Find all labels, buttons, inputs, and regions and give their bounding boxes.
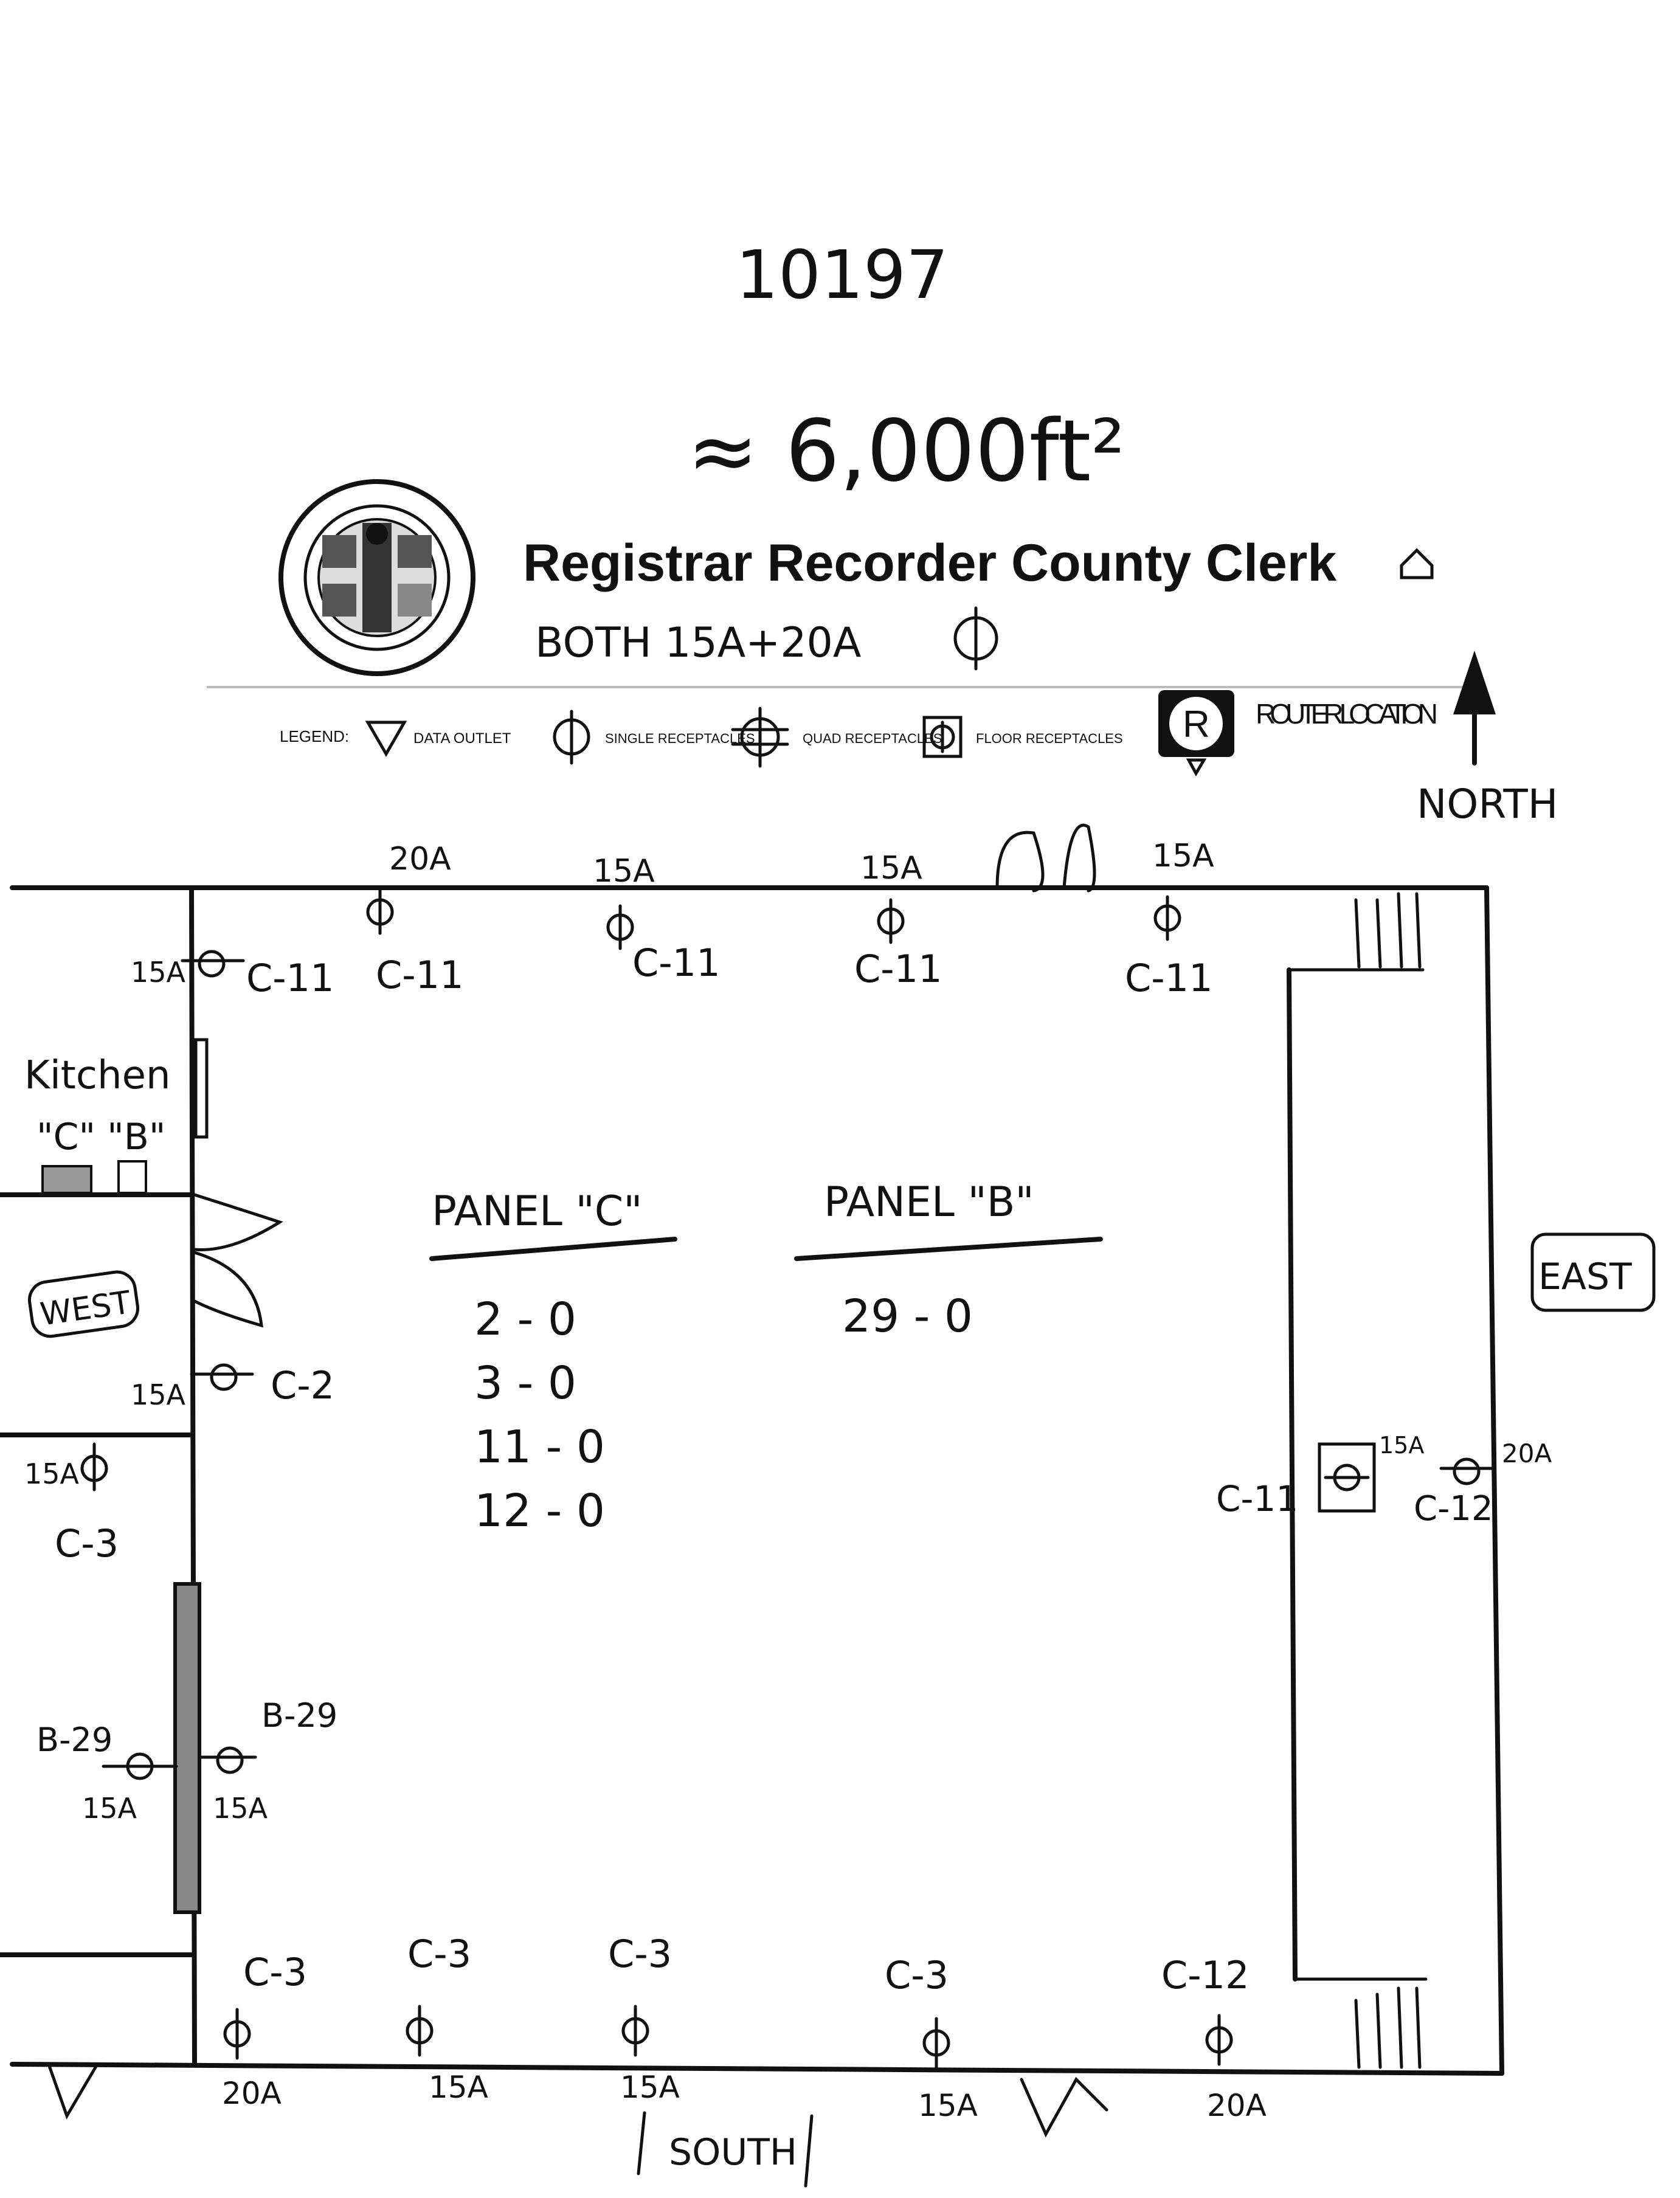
- home-icon: [1400, 548, 1434, 579]
- amp-label: 15A: [213, 1792, 268, 1825]
- circuit-label: B-29: [36, 1721, 112, 1759]
- north-arrow-icon: [1453, 651, 1496, 765]
- amp-label: 20A: [389, 841, 451, 877]
- kitchen-appliance: [41, 1165, 92, 1194]
- receptacle-west-3: 15A C-3: [24, 1442, 119, 1566]
- circuit-label: C-12: [1161, 1953, 1250, 1997]
- receptacle-north-4: 15A C-11: [1125, 838, 1214, 1000]
- quad-receptacle-icon: [731, 707, 789, 768]
- amp-label: 15A: [1379, 1432, 1424, 1459]
- router-icon: R: [1158, 690, 1234, 777]
- receptacle-west-1: 15A C-11: [131, 950, 334, 1000]
- receptacle-north-1: 20A C-11: [366, 841, 464, 997]
- amp-label: 15A: [131, 1378, 186, 1411]
- amp-label: 20A: [1502, 1439, 1552, 1468]
- single-receptacle-icon: [953, 606, 998, 671]
- north-label: NORTH: [1417, 781, 1558, 828]
- circuit-label: C-3: [608, 1932, 672, 1976]
- circuit-label: C-3: [55, 1521, 119, 1566]
- circuit-label: C-11: [1216, 1478, 1298, 1519]
- single-receptacle-icon: [553, 710, 590, 765]
- kitchen-panel-label: "C" "B": [36, 1116, 166, 1158]
- amp-label: 15A: [918, 2088, 978, 2123]
- receptacle-south-3: C-3 15A: [608, 1932, 680, 2105]
- receptacle-west-4: B-29 15A: [36, 1721, 178, 1825]
- county-seal-logo: [278, 479, 475, 676]
- circuit-label: C-11: [376, 953, 464, 997]
- receptacle-north-2: 15A C-11: [593, 853, 721, 985]
- receptacle-south-4: C-3 15A: [885, 1953, 978, 2123]
- building-walls: [0, 823, 1504, 2138]
- south-label-box: SOUTH: [637, 2111, 814, 2188]
- triangle-icon: [365, 721, 407, 758]
- panel-b-schedule: PANEL "B" 29 - 0: [794, 1178, 1103, 1343]
- south-label: SOUTH: [669, 2131, 797, 2174]
- circuit-label: C-3: [407, 1932, 471, 1976]
- circuit-label: C-12: [1414, 1489, 1493, 1529]
- amp-label: 15A: [131, 956, 186, 989]
- amp-label: 20A: [1207, 2088, 1267, 2123]
- receptacle-north-3: 15A C-11: [854, 850, 942, 991]
- amp-label: 15A: [1152, 838, 1214, 874]
- legend-title: LEGEND:: [280, 727, 349, 745]
- amp-label: 15A: [860, 850, 922, 886]
- amp-label: 15A: [620, 2070, 680, 2105]
- legend-label-router: ROUTER LOCATION: [1256, 698, 1438, 730]
- legend-label-single: SINGLE RECEPTACLES: [605, 731, 755, 746]
- panel-c-title: PANEL "C": [432, 1187, 643, 1236]
- east-label-box: EAST: [1530, 1232, 1656, 1312]
- amp-label: 15A: [82, 1792, 137, 1825]
- circuit-label: C-2: [271, 1363, 334, 1408]
- panel-c-schedule: PANEL "C" 2 - 0 3 - 0 11 - 0 12 - 0: [429, 1187, 677, 1537]
- panel-c-row: 11 - 0: [474, 1421, 605, 1473]
- receptacle-west-5: B-29 15A: [199, 1696, 337, 1825]
- legend-label-data-outlet: DATA OUTLET: [413, 730, 511, 747]
- floor-receptacle-icon: [922, 716, 963, 758]
- receptacle-west-2: 15A C-2: [131, 1363, 334, 1411]
- circuit-label: C-11: [1125, 956, 1213, 1000]
- legend-label-quad: QUAD RECEPTACLES: [803, 731, 942, 746]
- floor-receptacle-east: 15A C-11: [1216, 1432, 1424, 1519]
- circuit-label: C-3: [243, 1950, 307, 1994]
- receptacle-east-2: 20A C-12: [1414, 1439, 1552, 1529]
- east-label: EAST: [1538, 1256, 1632, 1298]
- kitchen-appliance: [117, 1160, 147, 1194]
- router-symbol: R: [1183, 703, 1210, 745]
- circuit-label: B-29: [261, 1696, 337, 1735]
- amp-label: 20A: [222, 2076, 282, 2111]
- receptacle-south-5: C-12 20A: [1161, 1953, 1267, 2123]
- legend-label-floor: FLOOR RECEPTACLES: [976, 731, 1123, 746]
- circuit-label: C-3: [885, 1953, 949, 1997]
- amp-label: 15A: [429, 2070, 488, 2105]
- both-amp-note: BOTH 15A+20A: [535, 619, 861, 667]
- area-note: ≈ 6,000ft²: [687, 402, 1125, 501]
- job-number: 10197: [736, 236, 949, 314]
- receptacle-south-2: C-3 15A: [406, 1932, 488, 2105]
- amp-label: 15A: [24, 1457, 80, 1490]
- kitchen-label: Kitchen: [24, 1053, 171, 1098]
- panel-b-row: 29 - 0: [842, 1290, 973, 1343]
- circuit-label: C-11: [854, 947, 942, 991]
- org-title: Registrar Recorder County Clerk: [523, 534, 1336, 592]
- receptacle-south-1: C-3 20A: [222, 1950, 307, 2111]
- west-label-box: WEST: [27, 1270, 140, 1338]
- circuit-label: C-11: [632, 941, 721, 985]
- amp-label: 15A: [593, 853, 655, 890]
- panel-c-row: 3 - 0: [474, 1357, 576, 1409]
- panel-c-row: 2 - 0: [474, 1293, 576, 1346]
- panel-b-title: PANEL "B": [824, 1178, 1034, 1226]
- legend: LEGEND: DATA OUTLET SINGLE RECEPTACLES Q…: [280, 690, 1438, 777]
- panel-c-row: 12 - 0: [474, 1485, 605, 1537]
- circuit-label: C-11: [246, 956, 334, 1000]
